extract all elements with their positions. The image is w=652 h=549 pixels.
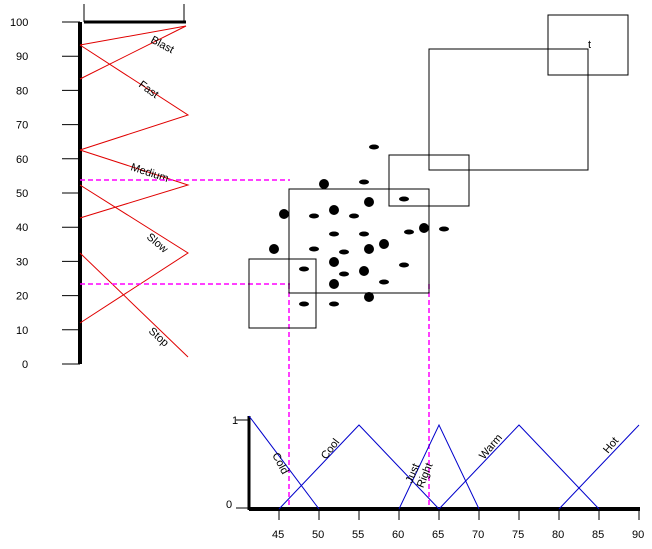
point (359, 179, 369, 185)
temp-ticks: 45 50 55 60 65 70 75 80 85 90 (272, 509, 644, 541)
speed-tick-label: 90 (16, 51, 28, 63)
point (339, 271, 349, 277)
temp-membership-lines (248, 415, 640, 510)
point (404, 229, 414, 235)
point (329, 279, 339, 289)
point (359, 231, 369, 237)
temp-label-just-right: JustRight (404, 457, 436, 490)
temp-tick-label: 55 (352, 529, 364, 541)
fast-triangle (79, 44, 190, 151)
speed-tick-label: 40 (16, 222, 28, 234)
speed-label-fast: Fast (136, 79, 160, 101)
point (329, 205, 339, 215)
patch-label: t (588, 39, 591, 51)
point (399, 196, 409, 202)
point (419, 223, 429, 233)
temp-tick-label: 80 (552, 529, 564, 541)
temp-tick-label: 90 (632, 529, 644, 541)
speed-label-slow: Slow (144, 231, 170, 256)
patch-center (288, 188, 430, 294)
temp-y-label-1: 1 (232, 415, 238, 427)
temp-label-cold: Cold (269, 451, 290, 477)
blast-rise-line (79, 25, 187, 80)
point (364, 197, 374, 207)
speed-tick-label: 100 (10, 17, 28, 29)
speed-label-medium: Medium (129, 161, 170, 185)
temp-labels: Cold Cool JustRight Warm Hot (269, 432, 621, 490)
temp-tick-label: 60 (392, 529, 404, 541)
hot-line (558, 424, 640, 510)
speed-tick-label: 70 (16, 120, 28, 132)
blast-line (79, 25, 187, 46)
stop-line (79, 252, 189, 358)
patch-top-right (547, 14, 629, 76)
point (339, 249, 349, 255)
point (364, 244, 374, 254)
speed-tick-label: 50 (16, 188, 28, 200)
speed-tick-label: 80 (16, 85, 28, 97)
point (309, 213, 319, 219)
temp-axis: 1 0 45 50 55 60 65 70 75 80 85 90 (226, 415, 644, 541)
point (329, 257, 339, 267)
point (349, 213, 359, 219)
scatter-points (269, 144, 449, 307)
temp-tick-label: 45 (272, 529, 284, 541)
point (359, 266, 369, 276)
point (299, 301, 309, 307)
cold-line (248, 415, 320, 510)
point (439, 226, 449, 232)
point (269, 244, 279, 254)
speed-membership-lines (79, 25, 190, 358)
guide-lines (80, 179, 430, 507)
speed-tick-label: 60 (16, 154, 28, 166)
temp-tick-label: 70 (472, 529, 484, 541)
point (329, 301, 339, 307)
speed-label-blast: Blast (149, 34, 176, 56)
point (399, 262, 409, 268)
point (379, 279, 389, 285)
warm-triangle (438, 424, 600, 510)
temp-tick-label: 85 (592, 529, 604, 541)
point (379, 239, 389, 249)
temp-y-label-0: 0 (226, 499, 232, 511)
point (369, 144, 379, 150)
temp-tick-label: 75 (512, 529, 524, 541)
speed-label-stop: Stop (146, 325, 171, 349)
temp-tick-label: 50 (312, 529, 324, 541)
patches (248, 14, 629, 329)
speed-tick-label: 20 (16, 291, 28, 303)
temp-label-hot: Hot (601, 435, 621, 456)
point (309, 246, 319, 252)
point (319, 179, 329, 189)
temp-tick-label: 65 (432, 529, 444, 541)
speed-tick-label: 30 (16, 256, 28, 268)
slow-triangle (79, 184, 189, 324)
temp-label-cool: Cool (319, 437, 342, 462)
temp-label-warm: Warm (477, 432, 505, 462)
point (279, 209, 289, 219)
speed-tick-label: 0 (22, 359, 28, 371)
point (329, 231, 339, 237)
patch-large (428, 48, 589, 171)
medium-triangle (79, 149, 190, 219)
speed-tick-label: 10 (16, 325, 28, 337)
point (299, 266, 309, 272)
point (364, 292, 374, 302)
